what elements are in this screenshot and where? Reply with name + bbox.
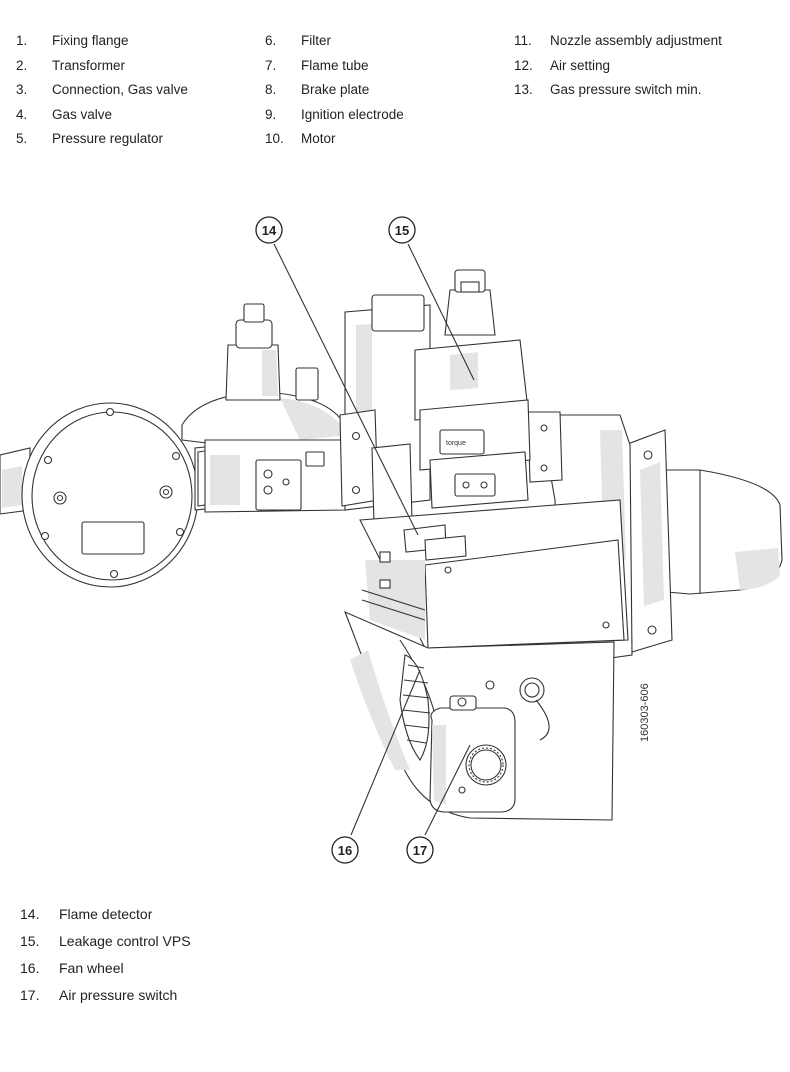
callout-label: 14 <box>262 223 277 238</box>
legend-item: 6. Filter <box>265 31 404 56</box>
legend-item: 17. Air pressure switch <box>20 985 191 1012</box>
legend-label: Air pressure switch <box>59 987 178 1003</box>
callout-leaders <box>273 243 475 836</box>
legend-number: 11. <box>514 33 532 48</box>
gas-filter-unit <box>0 402 199 588</box>
legend-label: Flame detector <box>59 906 153 922</box>
legend-item: 1. Fixing flange <box>16 31 188 56</box>
legend-label: Filter <box>301 33 331 48</box>
legend-number: 3. <box>16 82 28 97</box>
callout-14: 14 <box>255 216 283 244</box>
burner-diagram: torque <box>0 216 783 864</box>
legend-item: 15. Leakage control VPS <box>20 931 191 958</box>
legend-number: 7. <box>265 57 277 73</box>
legend-label: Air setting <box>550 57 611 73</box>
callout-label: 15 <box>395 223 409 238</box>
legend-item: 8. Brake plate <box>265 80 404 105</box>
legend-number: 12. <box>514 57 533 73</box>
legend-number: 1. <box>16 33 28 48</box>
legend-label: Motor <box>301 131 336 146</box>
legend-item: 13. Gas pressure switch min. <box>514 80 722 105</box>
legend-label: Gas valve <box>52 106 113 122</box>
legend-number: 6. <box>265 33 277 48</box>
legend-number: 2. <box>16 57 28 73</box>
legend-item: 2. Transformer <box>16 56 188 81</box>
callout-15: 15 <box>388 216 416 244</box>
legend-label: Brake plate <box>301 82 370 97</box>
legend-item: 9. Ignition electrode <box>265 105 404 130</box>
legend-item: 10. Motor <box>265 129 404 154</box>
document-id: 160303-606 <box>639 683 651 742</box>
legend-number: 4. <box>16 106 28 122</box>
legend-number: 9. <box>265 106 277 122</box>
callout-16: 16 <box>331 836 359 864</box>
callout-17: 17 <box>406 836 434 864</box>
legend-item: 12. Air setting <box>514 56 722 81</box>
legend-label: Nozzle assembly adjustment <box>550 33 722 48</box>
main-housing <box>359 499 629 649</box>
legend-label: Fan wheel <box>59 960 124 976</box>
legend-number: 14. <box>20 906 40 922</box>
leakage-control-vps: torque <box>414 269 531 509</box>
legend-label: Pressure regulator <box>52 131 164 146</box>
legend-label: Fixing flange <box>52 33 129 48</box>
legend-item: 3. Connection, Gas valve <box>16 80 188 105</box>
legend-number: 16. <box>20 960 40 976</box>
callout-label: 17 <box>413 843 427 858</box>
legend-column-3: 11. Nozzle assembly adjustment 12. Air set… <box>514 31 722 105</box>
valve-brand-label: torque <box>446 440 466 447</box>
legend-label: Flame tube <box>301 57 369 73</box>
callout-label: 16 <box>338 843 352 858</box>
flame-detector <box>403 524 467 561</box>
legend-label: Leakage control VPS <box>59 933 191 949</box>
legend-bottom: 14. Flame detector 15. Leakage control VPS… <box>20 904 191 1012</box>
legend-column-2: 6. Filter 7. Flame tube 8. Brake plate 9. Ig… <box>265 31 404 154</box>
legend-number: 8. <box>265 82 277 97</box>
legend-label: Gas pressure switch min. <box>550 82 702 97</box>
legend-item: 7. Flame tube <box>265 56 404 81</box>
legend-item: 14. Flame detector <box>20 904 191 931</box>
pressure-regulator <box>181 303 347 513</box>
legend-label: Connection, Gas valve <box>52 82 188 97</box>
legend-item: 16. Fan wheel <box>20 958 191 985</box>
legend-number: 17. <box>20 987 40 1003</box>
legend-item: 5. Pressure regulator <box>16 129 188 154</box>
air-pressure-switch <box>429 695 516 813</box>
legend-label: Transformer <box>52 57 126 73</box>
legend-top: 1. Fixing flange 2. Transformer 3. Connecti… <box>0 31 790 161</box>
legend-label: Ignition electrode <box>301 106 404 122</box>
legend-number: 13. <box>514 82 533 97</box>
legend-number: 10. <box>265 131 284 146</box>
legend-item: 11. Nozzle assembly adjustment <box>514 31 722 56</box>
legend-column-1: 1. Fixing flange 2. Transformer 3. Connecti… <box>16 31 188 154</box>
fixing-flange <box>596 429 673 653</box>
legend-number: 15. <box>20 933 40 949</box>
legend-number: 5. <box>16 131 28 146</box>
legend-item: 4. Gas valve <box>16 105 188 130</box>
